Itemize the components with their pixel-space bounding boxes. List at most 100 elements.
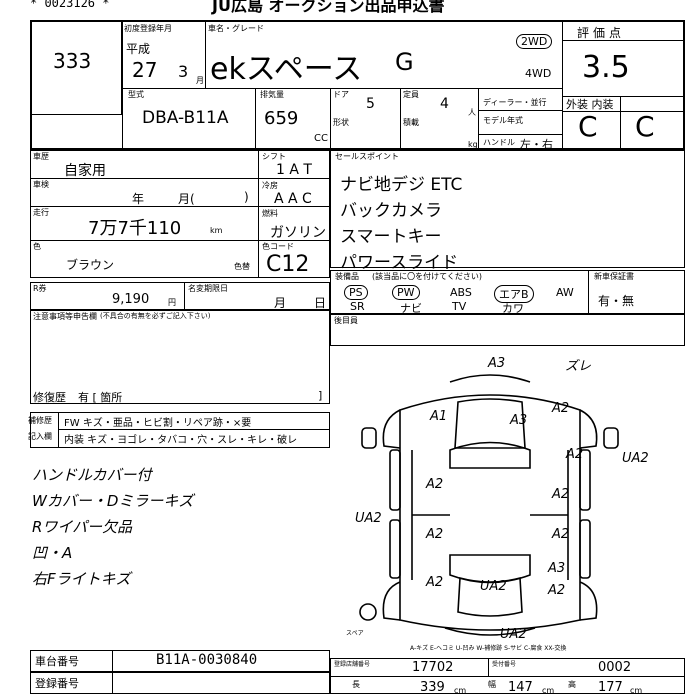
damage-mark: A2 xyxy=(425,575,443,590)
inspector-note-5: 右Fライトキズ xyxy=(32,570,131,588)
car-name-label: 車名・グレード xyxy=(208,24,264,33)
damage-mark: ズレ xyxy=(565,358,591,374)
condition-label-2: 記入欄 xyxy=(28,432,52,441)
inspector-note-3: Rワイパー欠品 xyxy=(32,518,133,536)
load-unit: kg xyxy=(468,140,478,149)
damage-mark: A2 xyxy=(425,477,443,492)
month-unit: 月 xyxy=(196,76,204,85)
handle-label: ハンドル xyxy=(483,138,515,147)
inspector-note-2: Wカバー・Dミラーキズ xyxy=(32,492,194,510)
shift-label: シフト xyxy=(262,152,286,161)
damage-mark: UA2 xyxy=(480,579,507,594)
model-label: 型式 xyxy=(128,90,144,99)
mileage-label: 走行 xyxy=(33,208,49,217)
postscript-label: 後目員 xyxy=(334,316,358,325)
condition-row-2: 内装 キズ・ヨゴレ・タバコ・穴・スレ・キレ・破レ xyxy=(64,435,298,446)
equip-abs: ABS xyxy=(450,286,472,299)
usage-value: 自家用 xyxy=(64,163,106,179)
handle-value: 左・右 xyxy=(520,138,553,151)
displacement-label: 排気量 xyxy=(260,90,284,99)
inspection-close: ) xyxy=(244,190,249,204)
inspector-note-1: ハンドルカバー付 xyxy=(32,466,152,484)
load-label: 積載 xyxy=(403,118,419,127)
sales-point-3: スマートキー xyxy=(340,227,442,247)
shape-label: 形状 xyxy=(333,118,349,127)
model-year-label: モデル年式 xyxy=(483,116,523,125)
name-change-day: 日 xyxy=(314,296,327,310)
capacity-unit: 人 xyxy=(468,108,476,117)
notes-sub: (不具合の有無を必ずご記入下さい) xyxy=(100,312,211,320)
recycle-unit: 円 xyxy=(168,298,176,307)
equip-ps: PS xyxy=(344,285,368,300)
displacement-value: 659 xyxy=(264,108,299,129)
car-name: ekスペース xyxy=(210,52,363,87)
eval-label: 評価点 xyxy=(577,26,626,40)
color-label: 色 xyxy=(33,242,41,251)
recycle-label: R券 xyxy=(33,284,47,293)
damage-mark: A1 xyxy=(429,409,447,424)
doors-value: 5 xyxy=(366,96,375,112)
sales-point-4: パワースライド xyxy=(340,253,459,273)
inspection-year: 年 xyxy=(132,192,145,206)
capacity-label: 定員 xyxy=(403,90,419,99)
mileage-value: 7万7千110 xyxy=(88,218,182,239)
postscript-box xyxy=(330,314,685,346)
equipment-sub: (該当品に〇を付けてください) xyxy=(372,272,483,281)
first-reg-month: 3 xyxy=(178,62,189,81)
vehicle-details xyxy=(30,150,330,278)
equip-leather: カワ xyxy=(502,302,524,315)
name-change-month: 月 xyxy=(274,296,287,310)
notes-box xyxy=(30,310,330,404)
receipt-value: 0002 xyxy=(598,660,632,675)
ext-int-label: 外装 内装 xyxy=(566,98,614,111)
first-reg-year: 27 xyxy=(132,58,158,82)
sales-point-1: ナビ地デジ ETC xyxy=(340,175,463,195)
equipment-label: 装備品 xyxy=(335,272,359,281)
displacement-unit: CC xyxy=(314,133,328,144)
lot-number-box: 333 xyxy=(30,20,122,115)
inspection-label: 車検 xyxy=(33,180,49,189)
height-label: 高 xyxy=(568,680,576,689)
condition-entry xyxy=(30,412,330,448)
top-section xyxy=(30,20,685,150)
drive-4wd: 4WD xyxy=(525,67,552,80)
color-change-label: 色替 xyxy=(234,262,250,271)
color-code: C12 xyxy=(266,252,310,277)
width-unit: cm xyxy=(542,686,555,695)
warranty-value: 有・無 xyxy=(598,294,635,308)
recycle-value: 9,190 xyxy=(112,292,150,307)
drive-2wd: 2WD xyxy=(516,34,553,49)
condition-row-1: FW キズ・亜品・ヒビ割・リペア跡・×要 xyxy=(64,418,252,429)
chassis-label: 車台番号 xyxy=(35,655,79,668)
equipment-box xyxy=(330,270,685,314)
length-value: 339 xyxy=(420,680,445,695)
car-grade: G xyxy=(395,48,414,76)
repair-close: ] xyxy=(318,389,323,402)
height-value: 177 xyxy=(598,680,623,695)
receipt-label: 受付番号 xyxy=(492,661,517,668)
length-unit: cm xyxy=(454,686,467,695)
repair-label: 修復歴 xyxy=(33,391,66,404)
damage-mark: UA2 xyxy=(622,451,649,466)
name-change-label: 名変期限日 xyxy=(188,284,228,293)
color-value: ブラウン xyxy=(66,258,115,272)
repair-value: 有 [ 箇所 xyxy=(78,391,123,404)
warranty-label: 新車保証書 xyxy=(594,272,634,281)
dealer-id-label: 登録店舗番号 xyxy=(334,661,371,668)
damage-mark: UA2 xyxy=(500,627,527,642)
aircon-label: 冷房 xyxy=(262,181,278,190)
registration-row xyxy=(30,672,330,694)
width-value: 147 xyxy=(508,680,533,695)
aircon-value: A A C xyxy=(274,191,312,207)
form-title: JU広島 オークション出品申込書 xyxy=(212,0,445,15)
chassis-row xyxy=(30,650,330,672)
damage-mark: A3 xyxy=(547,561,565,576)
damage-mark: A2 xyxy=(565,447,583,462)
serial-number: * 0023126 * xyxy=(30,0,110,10)
chassis-value: B11A-0030840 xyxy=(156,652,258,668)
condition-label-1: 補修歴 xyxy=(28,416,52,425)
shift-value: 1 A T xyxy=(276,162,312,178)
equip-pw: PW xyxy=(392,285,420,300)
sales-point-2: バックカメラ xyxy=(340,201,442,221)
sales-points-label: セールスポイント xyxy=(335,152,399,161)
